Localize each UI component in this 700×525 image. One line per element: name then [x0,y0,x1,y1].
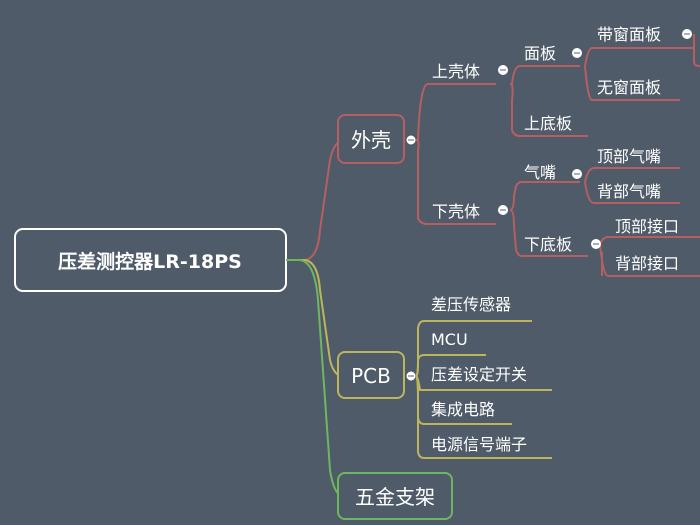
pcb-item-mcu[interactable]: MCU [431,330,468,349]
hardware-node[interactable]: 五金支架 [337,472,453,520]
shell-node[interactable]: 外壳 [337,114,405,164]
shell-label: 外壳 [351,128,391,152]
upper-bottom-label[interactable]: 上底板 [524,114,572,133]
with-window-collapse-toggle[interactable] [682,29,692,39]
back-interface-label[interactable]: 背部接口 [615,254,679,273]
shell-connectors [415,34,700,277]
root-label: 压差测控器LR-18PS [58,250,242,273]
root-connectors [286,139,346,498]
lower-bottom-collapse-toggle[interactable] [591,239,601,249]
hardware-label: 五金支架 [355,485,435,509]
upper-shell-label[interactable]: 上壳体 [432,62,480,81]
nozzle-collapse-toggle[interactable] [572,169,582,179]
pcb-node[interactable]: PCB [337,351,405,399]
panel-label[interactable]: 面板 [524,44,556,63]
without-window-panel-label[interactable]: 无窗面板 [597,78,661,97]
pcb-collapse-toggle[interactable] [405,370,417,382]
upper-shell-collapse-toggle[interactable] [498,65,508,75]
with-window-panel-label[interactable]: 带窗面板 [597,25,661,44]
lower-bottom-label[interactable]: 下底板 [524,235,572,254]
lower-shell-collapse-toggle[interactable] [498,205,508,215]
lower-shell-label[interactable]: 下壳体 [432,202,480,221]
pcb-item-pressure-sensor[interactable]: 差压传感器 [431,295,511,314]
top-interface-label[interactable]: 顶部接口 [615,217,679,236]
shell-collapse-toggle[interactable] [405,134,417,146]
back-nozzle-label[interactable]: 背部气嘴 [597,182,661,201]
pcb-item-ic[interactable]: 集成电路 [431,400,495,419]
pcb-connectors [415,320,552,459]
panel-collapse-toggle[interactable] [572,48,582,58]
pcb-label: PCB [351,364,391,388]
nozzle-label[interactable]: 气嘴 [524,163,556,182]
root-node[interactable]: 压差测控器LR-18PS [14,228,287,292]
top-nozzle-label[interactable]: 顶部气嘴 [597,147,661,166]
pcb-item-pressure-switch[interactable]: 压差设定开关 [431,365,527,384]
pcb-item-power-terminal[interactable]: 电源信号端子 [431,435,527,454]
